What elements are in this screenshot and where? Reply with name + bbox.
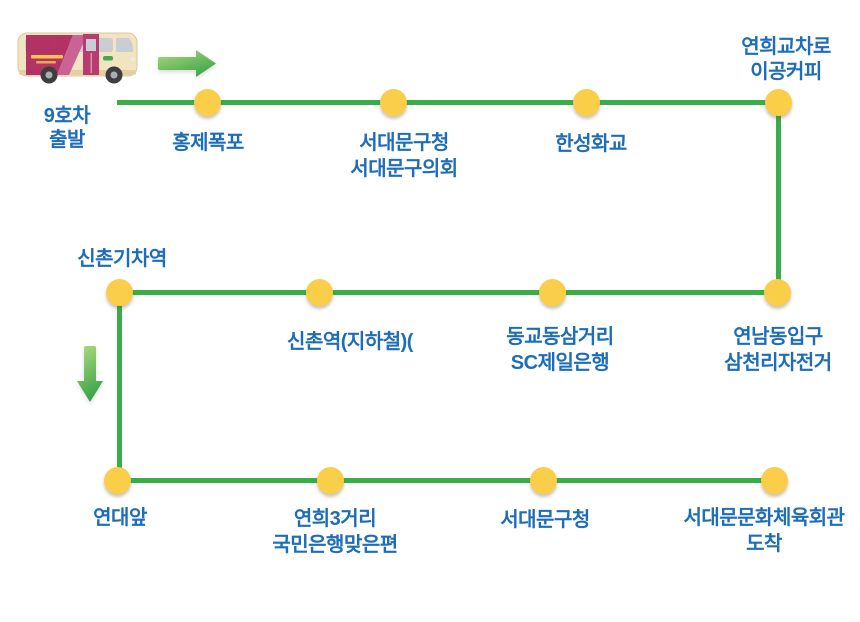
- stop-dot: [764, 279, 791, 306]
- route-segment-bottom: [117, 478, 778, 483]
- route-segment-middle: [117, 290, 783, 295]
- stop-label: 동교동삼거리 SC제일은행: [506, 326, 614, 374]
- stop-label: 연희교차로 이공커피: [741, 36, 831, 83]
- stop-dot: [306, 279, 333, 306]
- stop-dot: [106, 279, 133, 306]
- stop-label: 한성화교: [555, 133, 627, 155]
- stop-label: 연희3거리 국민은행맞은편: [272, 508, 398, 556]
- stop-dot: [194, 89, 221, 116]
- stop-dot: [380, 89, 407, 116]
- stop-dot: [530, 467, 557, 494]
- stop-label: 연남동입구 삼천리자전거: [724, 326, 832, 374]
- stop-label: 신촌기차역: [77, 248, 167, 270]
- bus-icon: [17, 32, 138, 84]
- stop-dot: [765, 89, 792, 116]
- stop-dot: [761, 467, 788, 494]
- stop-dot: [317, 467, 344, 494]
- stop-label: 서대문구청: [500, 509, 590, 531]
- route-segment-top: [117, 100, 783, 105]
- stop-label: 홍제폭포: [172, 132, 244, 154]
- stop-label: 신촌역(지하철)(: [287, 331, 413, 353]
- stop-dot: [539, 279, 566, 306]
- route-segment-right-vertical: [776, 102, 781, 295]
- start-label: 9호차 출발: [43, 105, 91, 151]
- arrow-right-icon: [158, 50, 216, 77]
- stop-label: 서대문구청 서대문구의회: [350, 132, 458, 180]
- stop-label: 연대앞: [93, 507, 147, 529]
- stop-dot: [573, 89, 600, 116]
- route-segment-left-vertical: [117, 292, 122, 483]
- stop-label: 서대문문화체육회관 도착: [683, 507, 845, 555]
- stop-dot: [104, 467, 131, 494]
- arrow-down-icon: [77, 346, 103, 402]
